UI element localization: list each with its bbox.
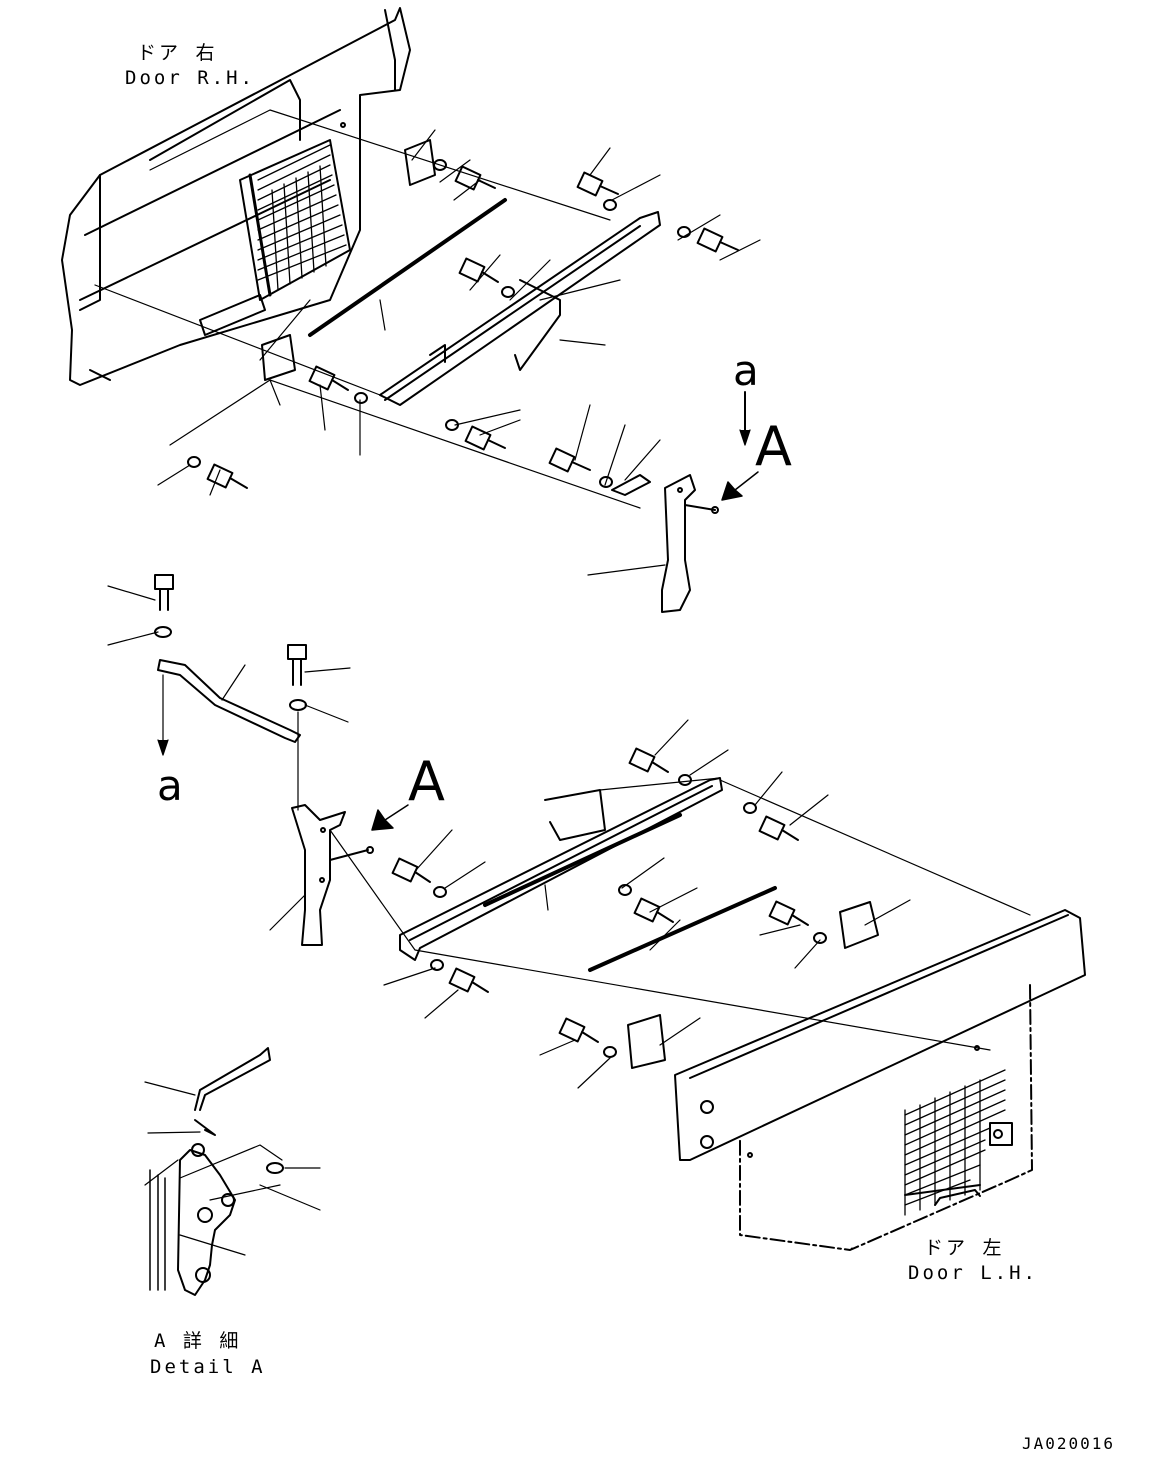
door-lh-label-en: Door L.H. <box>908 1262 1038 1284</box>
view-a-upper: A <box>755 415 792 478</box>
upper-bolts-washers <box>187 159 739 489</box>
ref-a-lower: a <box>157 761 183 810</box>
door-lh-label-jp: ドア 左 <box>924 1237 1005 1259</box>
door-lh-panel <box>674 909 1086 1251</box>
detail-a-leaders <box>144 1081 321 1256</box>
door-rh-label-jp: ドア 右 <box>137 42 218 64</box>
detail-a-label-jp: A 詳 細 <box>154 1330 242 1352</box>
view-arrow-lower <box>371 804 409 831</box>
door-lh-grille <box>904 1069 1006 1216</box>
view-arrow-upper <box>721 471 759 501</box>
upper-hinge-rail <box>379 211 661 406</box>
drawing-code: JA020016 <box>1022 1434 1116 1453</box>
ref-a-upper: a <box>733 346 759 395</box>
upper-post <box>661 474 719 613</box>
lower-bolts-washers <box>391 747 827 1058</box>
upper-link-bracket <box>611 474 651 496</box>
lower-leader-lines <box>107 585 1031 1089</box>
upper-seal-strip <box>308 198 507 337</box>
view-a-lower: A <box>408 750 445 813</box>
door-rh-grille <box>257 144 347 291</box>
upper-leader-lines <box>94 109 761 576</box>
lower-hinge-rail <box>399 777 723 961</box>
detail-a-view <box>149 1047 284 1296</box>
detail-a-label-en: Detail A <box>150 1356 266 1378</box>
lower-seal-strip <box>483 813 777 972</box>
door-rh-panel <box>61 7 411 386</box>
lower-brackets <box>627 901 879 1069</box>
door-rh-label-en: Door R.H. <box>125 67 255 89</box>
upper-bracket-left <box>261 139 436 381</box>
lower-post <box>291 804 374 946</box>
stay-rod <box>157 659 301 743</box>
